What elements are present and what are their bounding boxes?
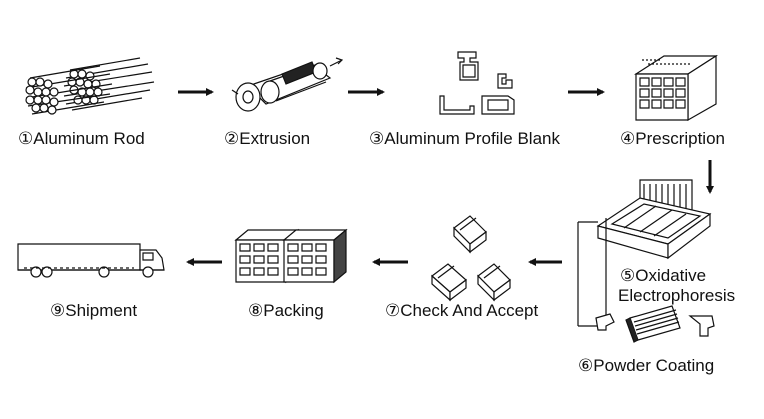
- step-7-label: ⑦Check And Accept: [385, 301, 539, 320]
- step-8-label: ⑧Packing: [248, 301, 324, 320]
- aluminum-rod-bundle-icon: [26, 58, 154, 114]
- prescription-block-icon: [636, 56, 716, 120]
- step-6-label: ⑥Powder Coating: [578, 356, 715, 375]
- step-4-label: ④Prescription: [620, 129, 725, 148]
- connector-5-to-6: [577, 218, 607, 327]
- powder-coating-icon: [596, 306, 714, 342]
- truck-icon: [18, 244, 164, 277]
- step-1-label: ①Aluminum Rod: [18, 129, 145, 148]
- step-9-label: ⑨Shipment: [50, 301, 138, 320]
- packed-crates-icon: [236, 230, 346, 282]
- step-5-label-line1: ⑤Oxidative: [620, 266, 707, 285]
- extrusion-press-icon: [232, 58, 342, 111]
- profile-blank-icon: [440, 52, 514, 114]
- step-5-label-line2: Electrophoresis: [618, 286, 736, 305]
- electrophoresis-tank-icon: [598, 180, 710, 258]
- step-2-label: ②Extrusion: [224, 129, 311, 148]
- profile-pieces-icon: [432, 216, 510, 300]
- step-3-label: ③Aluminum Profile Blank: [369, 129, 560, 148]
